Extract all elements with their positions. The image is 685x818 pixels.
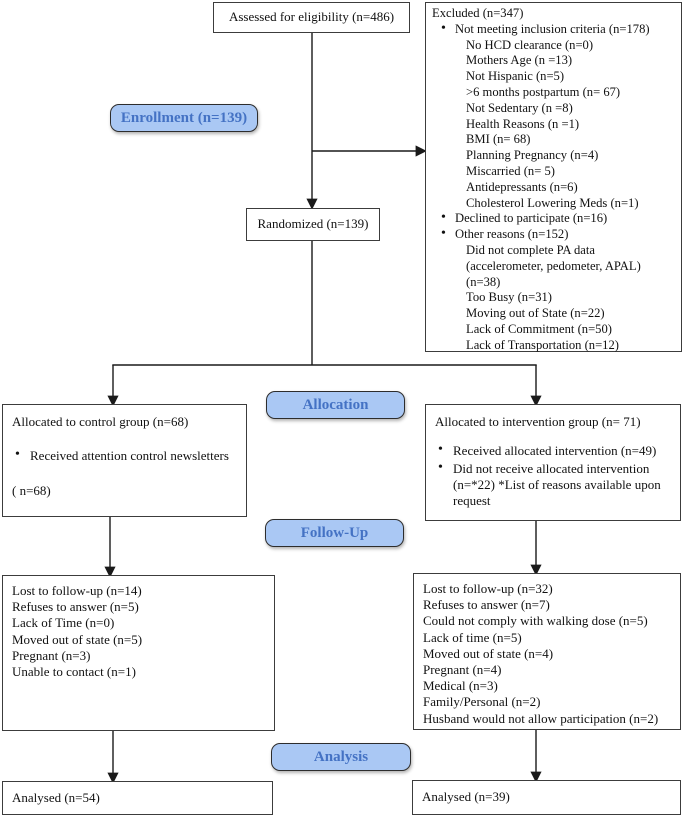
analysed-control-text: Analysed (n=54) [12,789,100,805]
excluded-line: Mothers Age (n =13) [466,53,573,68]
alloc-control-title: Allocated to control group (n=68) [12,414,189,429]
excluded-line: Did not complete PA data [466,242,595,257]
box-excluded: Excluded (n=347) Not meeting inclusion c… [425,2,682,352]
stage-allocation-label: Allocation [302,396,369,413]
excluded-line: Other reasons (n=152) [430,226,677,243]
followup-line: Husband would not allow participation (n… [423,710,659,726]
excluded-line: Not Sedentary (n =8) [466,100,573,115]
box-allocated-intervention: Allocated to intervention group (n= 71) … [425,404,681,521]
followup-line: Family/Personal (n=2) [423,694,541,710]
followup-line: Lost to follow-up (n=32) [423,581,553,596]
spacer [3,465,246,483]
box-allocated-control: Allocated to control group (n=68) Receiv… [2,404,247,517]
followup-line: Unable to contact (n=1) [12,664,136,680]
excluded-line: BMI (n= 68) [466,132,531,147]
alloc-intervention-title: Allocated to intervention group (n= 71) [435,414,641,429]
followup-line: Medical (n=3) [423,678,498,694]
box-randomized: Randomized (n=139) [246,208,380,241]
excluded-line: Not Hispanic (n=5) [466,69,565,84]
excluded-line: Health Reasons (n =1) [466,116,580,131]
alloc-control-footer: ( n=68) [12,482,51,498]
assessed-text: Assessed for eligibility (n=486) [228,9,395,25]
excluded-line: No HCD clearance (n=0) [466,37,594,52]
followup-line: Lack of time (n=5) [423,629,522,645]
excluded-line: Not meeting inclusion criteria (n=178) [430,21,677,38]
stage-enrollment-label: Enrollment (n=139) [120,109,248,126]
followup-line: Pregnant (n=4) [423,662,502,678]
excluded-line: (n=38) [466,274,501,289]
excluded-line: Planning Pregnancy (n=4) [466,148,599,163]
stage-analysis-label: Analysis [313,748,369,765]
followup-line: Lost to follow-up (n=14) [12,583,142,598]
excluded-line: Excluded (n=347) [432,6,524,20]
stage-allocation: Allocation [266,391,405,419]
followup-line: Could not comply with walking dose (n=5) [423,613,648,629]
box-analysed-intervention: Analysed (n=39) [412,780,681,815]
box-analysed-control: Analysed (n=54) [2,781,273,815]
excluded-line: Moving out of State (n=22) [466,306,605,321]
stage-analysis: Analysis [271,743,411,771]
excluded-line: Lack of Commitment (n=50) [466,321,612,336]
followup-line: Pregnant (n=3) [12,647,91,663]
analysed-intervention-text: Analysed (n=39) [422,789,510,805]
excluded-line: Cholesterol Lowering Meds (n=1) [466,195,639,210]
randomized-text: Randomized (n=139) [257,216,369,232]
excluded-line: Declined to participate (n=16) [430,210,677,227]
box-assessed-eligibility: Assessed for eligibility (n=486) [213,2,410,33]
box-followup-control: Lost to follow-up (n=14) Refuses to answ… [2,575,275,731]
excluded-line: Lack of Transportation (n=12) [466,337,619,352]
excluded-line: Antidepressants (n=6) [466,179,578,194]
followup-line: Refuses to answer (n=7) [423,597,550,613]
excluded-line: >6 months postpartum (n= 67) [466,84,621,99]
followup-line: Lack of Time (n=0) [12,615,115,631]
alloc-control-bullet: Received attention control newsletters [3,447,244,464]
box-followup-intervention: Lost to follow-up (n=32) Refuses to answ… [413,573,681,730]
stage-follow-up-label: Follow-Up [300,524,369,541]
spacer [3,430,246,448]
alloc-intervention-bullet: Received allocated intervention (n=49) [426,442,678,459]
stage-enrollment: Enrollment (n=139) [110,104,258,132]
followup-line: Moved out of state (n=5) [12,631,143,647]
excluded-line: Too Busy (n=31) [466,290,552,305]
spacer [426,430,680,443]
alloc-intervention-bullet: Did not receive allocated intervention (… [426,460,678,510]
followup-line: Refuses to answer (n=5) [12,599,139,615]
stage-follow-up: Follow-Up [265,519,404,547]
followup-line: Moved out of state (n=4) [423,645,554,661]
excluded-line: (accelerometer, pedometer, APAL) [466,258,641,273]
excluded-line: Miscarried (n= 5) [466,163,555,178]
